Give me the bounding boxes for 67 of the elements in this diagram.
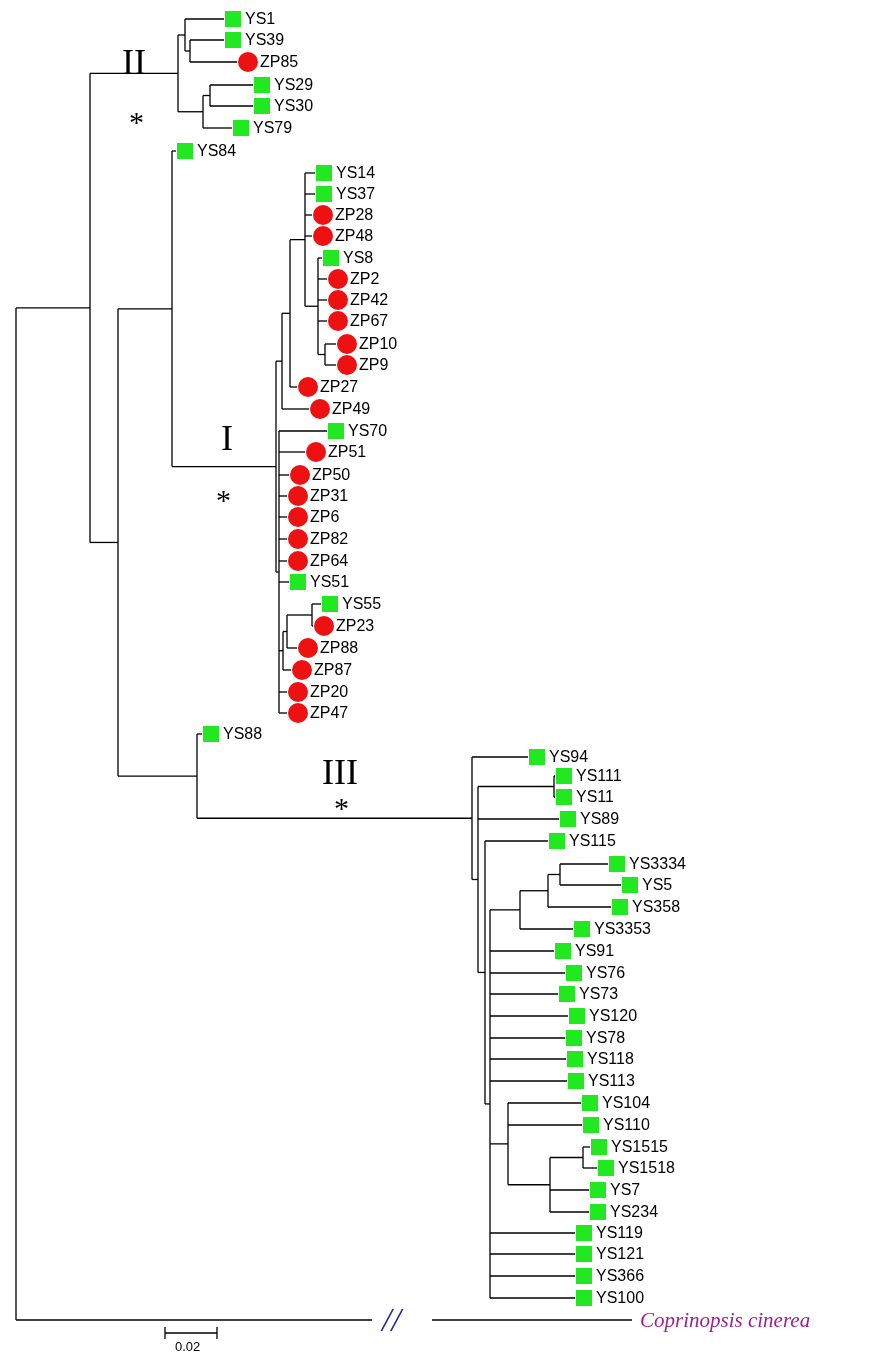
taxon-label: YS113	[588, 1073, 635, 1089]
taxon-label: ZP48	[335, 228, 374, 244]
taxon-label: YS100	[596, 1290, 645, 1306]
taxon-label: YS121	[596, 1246, 645, 1262]
taxon-label: YS70	[348, 423, 388, 439]
taxon-label: YS73	[579, 986, 619, 1002]
taxon-label: ZP67	[350, 313, 389, 329]
clade-label: I	[221, 420, 233, 456]
taxon-label: ZP64	[310, 553, 349, 569]
taxon-label: YS1515	[611, 1139, 668, 1155]
taxon-label: ZP42	[350, 292, 389, 308]
taxon-label: YS94	[549, 749, 589, 765]
taxon-label: YS91	[575, 943, 615, 959]
support-asterisk: *	[216, 485, 231, 515]
taxon-label: ZP2	[350, 271, 380, 287]
taxon-label: YS84	[197, 143, 237, 159]
taxon-label: YS110	[603, 1117, 650, 1133]
taxon-label: ZP88	[320, 640, 359, 656]
taxon-label: YS89	[580, 811, 620, 827]
taxon-label: YS118	[587, 1051, 634, 1067]
taxon-label: YS358	[632, 899, 681, 915]
taxon-label: ZP50	[312, 467, 351, 483]
taxon-label: ZP47	[310, 705, 349, 721]
taxon-label: ZP31	[310, 488, 349, 504]
support-asterisk: *	[334, 793, 349, 823]
taxon-label: YS88	[223, 726, 263, 742]
taxon-label: ZP51	[328, 444, 367, 460]
taxon-label: ZP6	[310, 509, 340, 525]
taxon-label: YS5	[642, 877, 673, 893]
taxon-label: ZP9	[359, 357, 389, 373]
taxon-label: YS120	[589, 1008, 638, 1024]
taxon-label: YS11	[576, 789, 614, 805]
taxon-label: ZP28	[335, 207, 374, 223]
taxon-label: YS104	[602, 1095, 651, 1111]
taxon-label: YS14	[336, 165, 376, 181]
taxon-label: ZP49	[332, 401, 371, 417]
taxon-label: YS115	[569, 833, 616, 849]
scale-label: 0.02	[175, 1339, 201, 1353]
outgroup-label: Coprinopsis cinerea	[640, 1309, 811, 1331]
taxon-label: YS76	[586, 965, 626, 981]
clade-label: III	[322, 754, 358, 790]
taxon-label: YS39	[245, 32, 285, 48]
taxon-label: YS78	[586, 1030, 626, 1046]
taxon-label: YS1518	[618, 1160, 675, 1176]
taxon-label: YS1	[245, 11, 276, 27]
taxon-label: YS234	[610, 1204, 659, 1220]
taxon-label: ZP20	[310, 684, 349, 700]
taxon-label: YS3353	[594, 921, 651, 937]
taxon-label: YS366	[596, 1268, 645, 1284]
taxon-label: ZP87	[314, 662, 353, 678]
taxon-label: YS55	[342, 596, 382, 612]
taxon-label: YS37	[336, 186, 376, 202]
taxon-label: YS79	[253, 120, 293, 136]
taxon-label: YS29	[274, 77, 314, 93]
taxon-label: YS8	[343, 250, 374, 266]
taxon-label: YS30	[274, 98, 314, 114]
taxon-label: YS111	[576, 768, 622, 784]
taxon-label: ZP10	[359, 336, 398, 352]
taxon-label: YS51	[310, 574, 350, 590]
taxon-label: ZP27	[320, 379, 359, 395]
taxon-label: ZP82	[310, 531, 349, 547]
taxon-label: YS3334	[629, 856, 686, 872]
taxon-label: YS119	[596, 1225, 643, 1241]
taxon-label: ZP85	[260, 54, 299, 70]
taxon-label: ZP23	[336, 618, 375, 634]
support-asterisk: *	[129, 107, 144, 137]
taxon-label: YS7	[610, 1182, 641, 1198]
